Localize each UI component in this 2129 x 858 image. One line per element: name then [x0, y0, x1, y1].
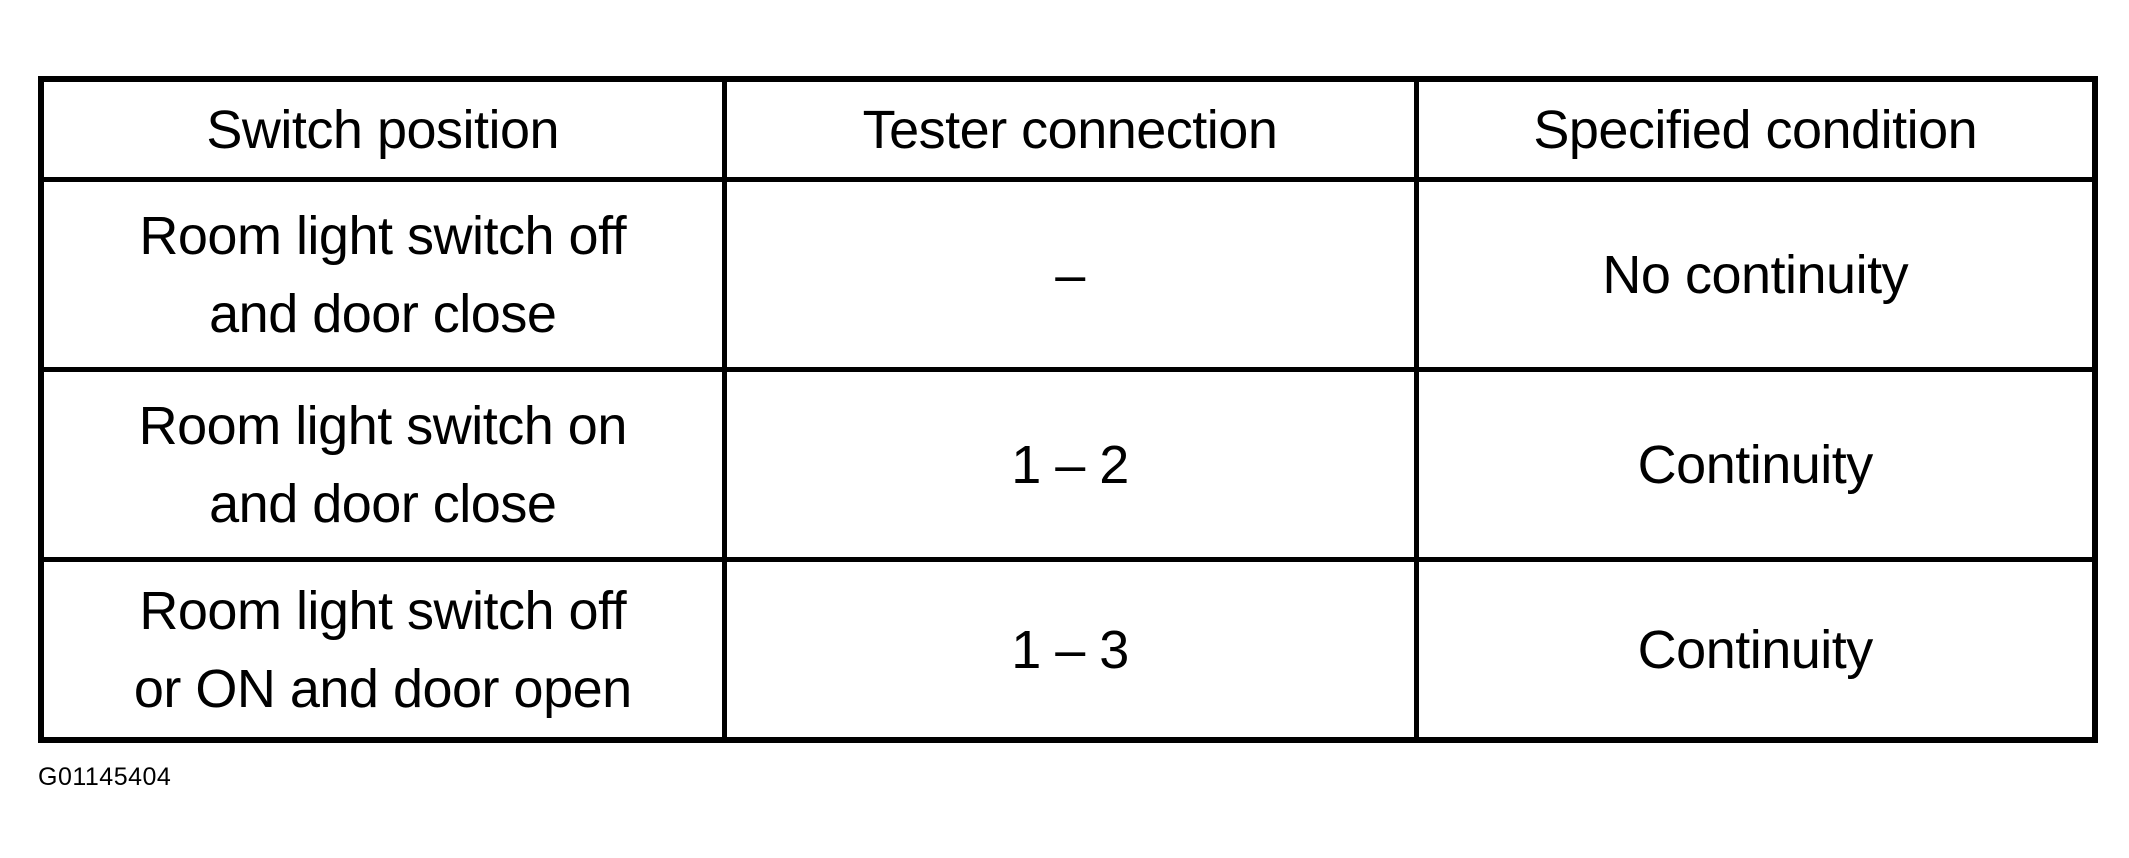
- switch-position-cell: Room light switch on and door close: [38, 367, 727, 562]
- figure-code: G01145404: [38, 763, 172, 791]
- switch-position-cell: Room light switch off and door close: [38, 177, 727, 372]
- switch-position-line: or ON and door open: [133, 658, 632, 719]
- switch-position-line: and door close: [209, 283, 557, 344]
- switch-position-line: Room light switch on: [138, 395, 628, 456]
- tester-connection-cell: 1 – 2: [721, 367, 1419, 562]
- switch-inspection-table: Switch position Tester connection Specif…: [38, 76, 2098, 743]
- header-switch-position: Switch position: [38, 76, 727, 182]
- table-header-row: Switch position Tester connection Specif…: [38, 76, 2098, 182]
- specified-condition-cell: No continuity: [1413, 177, 2098, 372]
- switch-position-line: Room light switch off: [139, 205, 627, 266]
- specified-condition-cell: Continuity: [1413, 367, 2098, 562]
- switch-position-cell: Room light switch off or ON and door ope…: [38, 557, 727, 743]
- tester-connection-cell: 1 – 3: [721, 557, 1419, 743]
- specified-condition-cell: Continuity: [1413, 557, 2098, 743]
- header-specified-condition: Specified condition: [1413, 76, 2098, 182]
- switch-position-line: and door close: [209, 473, 557, 534]
- table-row: Room light switch off and door close – N…: [38, 177, 2098, 372]
- header-tester-connection: Tester connection: [721, 76, 1419, 182]
- table-row: Room light switch off or ON and door ope…: [38, 557, 2098, 743]
- switch-position-line: Room light switch off: [139, 580, 627, 641]
- table-row: Room light switch on and door close 1 – …: [38, 367, 2098, 562]
- tester-connection-cell: –: [721, 177, 1419, 372]
